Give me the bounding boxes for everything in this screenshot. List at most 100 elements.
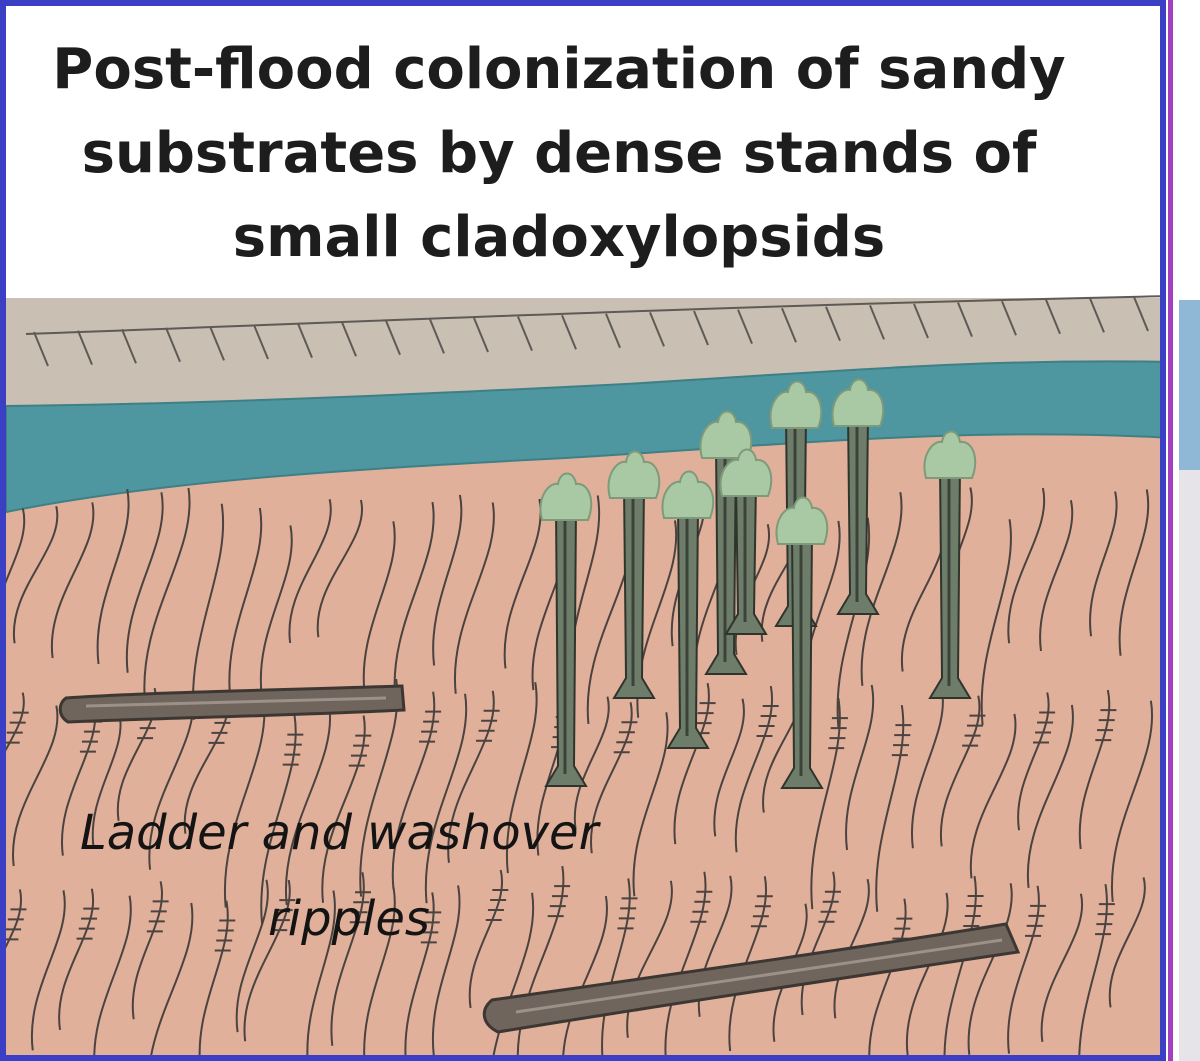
ripple-crest — [1007, 487, 1046, 644]
bank-hatch-mark — [649, 312, 665, 347]
ripple-crest — [316, 499, 364, 638]
ripple-crest — [228, 507, 263, 699]
cladoxylopsid-tree-icon — [539, 472, 593, 787]
ripple-crest — [573, 696, 610, 830]
bank-hatch-mark — [561, 314, 577, 350]
ripple-crest — [362, 521, 396, 694]
bank-hatch-mark — [121, 328, 137, 364]
bank-hatch-mark — [77, 330, 93, 365]
ripple-crest — [505, 681, 538, 874]
title-line-1: Post-flood colonization of sandy — [52, 37, 1066, 102]
ripple-crest — [431, 885, 461, 1055]
ripple-crest — [330, 872, 365, 1046]
ripple-crest — [12, 506, 59, 644]
ripple-crest — [150, 902, 194, 1055]
bank-hatch-mark — [1045, 299, 1061, 335]
bank-hatch-mark — [341, 321, 357, 357]
bank-hatch-mark — [429, 319, 445, 354]
ripple-crest — [143, 487, 191, 703]
ripple-crest — [713, 698, 745, 837]
ripple-crest — [939, 695, 981, 847]
bank-hatch-mark — [1133, 296, 1149, 332]
ripple-crest — [393, 501, 435, 701]
ripple-crest — [673, 682, 710, 845]
ripple-crest — [96, 488, 130, 665]
ripple-crest — [93, 895, 132, 1055]
title-line-3: small cladoxylopsids — [232, 205, 886, 270]
ripple-crest — [980, 519, 1012, 726]
ripple-crest — [833, 878, 870, 1019]
bank-hatch-mark — [869, 305, 885, 340]
ripple-crest — [1078, 883, 1108, 1055]
ripple-crest — [1078, 689, 1111, 850]
ripple-label-line-2: ripples — [268, 891, 430, 947]
ripple-crest — [259, 525, 293, 696]
bank-hatch-mark — [781, 307, 797, 343]
ripple-crest — [1110, 700, 1154, 902]
ripple-crest — [590, 702, 633, 854]
ripple-crest — [1039, 500, 1074, 652]
ripple-crest — [432, 494, 463, 666]
ripple-crest — [1118, 489, 1150, 656]
ripple-crest — [1108, 877, 1146, 1008]
title-line-2: substrates by dense stands of — [81, 121, 1037, 186]
cladoxylopsid-tree-icon — [775, 496, 829, 789]
bank-hatch-mark — [33, 331, 49, 367]
ripple-crest — [860, 492, 903, 686]
bank-hatch-mark — [473, 317, 489, 353]
ripple-crest — [492, 892, 535, 1055]
bank-hatch-mark — [737, 309, 753, 344]
bank-hatch-mark — [165, 327, 181, 363]
ripple-crest — [845, 684, 875, 851]
ripple-crest — [910, 686, 944, 849]
ripple-crest — [235, 879, 269, 1033]
ripple-crest — [626, 880, 673, 1038]
ripple-crest — [868, 898, 907, 1055]
ripple-crest — [243, 879, 291, 1042]
bank-edge-line — [25, 295, 1160, 335]
cladoxylopsid-stand — [539, 378, 977, 789]
ripple-crest — [664, 871, 707, 1055]
ripple-crest — [192, 503, 225, 720]
ripple-crest — [404, 892, 435, 1055]
ripple-crest — [943, 875, 977, 1055]
cladoxylopsid-tree-icon — [831, 378, 885, 615]
ripple-crest — [905, 892, 949, 1055]
bank-hatch-mark — [517, 316, 533, 351]
adjacent-panel-edge — [1168, 0, 1200, 1061]
ripple-crest — [875, 704, 905, 912]
ripple-crest — [363, 886, 396, 1055]
ripple-crest — [836, 517, 871, 729]
ripple-crest — [91, 711, 122, 849]
ripple-crest — [1017, 692, 1050, 831]
ripple-crest — [284, 703, 332, 906]
ripple-crest — [306, 890, 336, 1055]
ripple-crest — [1040, 893, 1084, 1042]
fallen-log-lower — [482, 922, 1021, 1034]
ripple-crest — [391, 691, 436, 890]
ripple-crest — [632, 712, 669, 897]
ripple-crest — [6, 889, 23, 949]
cladoxylopsid-tree-icon — [607, 450, 661, 699]
landscape-illustration — [6, 295, 1160, 1055]
bank-hatch-mark — [1001, 300, 1017, 336]
bank-hatch-mark — [1089, 298, 1105, 333]
ripple-crest — [1007, 885, 1040, 1054]
diagram-panel: Post-flood colonization of sandy substra… — [0, 0, 1166, 1061]
bank-hatch-mark — [209, 326, 225, 361]
ripple-label-line-1: Ladder and washover — [80, 805, 599, 861]
bank-hatch-mark — [825, 306, 841, 342]
bank-hatch-mark — [297, 323, 313, 358]
bank-hatch-mark — [605, 313, 621, 349]
ripple-crest — [447, 690, 495, 863]
ripple-crest — [288, 498, 332, 644]
ripple-crest — [223, 695, 266, 908]
ripple-crest — [50, 502, 95, 659]
adjacent-panel-sky — [1179, 300, 1200, 470]
bank-hatch-mark — [385, 320, 401, 356]
ripple-crest — [30, 890, 66, 1051]
ripple-crest — [6, 692, 25, 752]
ripple-crest — [12, 705, 59, 867]
ripple-crest — [969, 713, 1017, 879]
